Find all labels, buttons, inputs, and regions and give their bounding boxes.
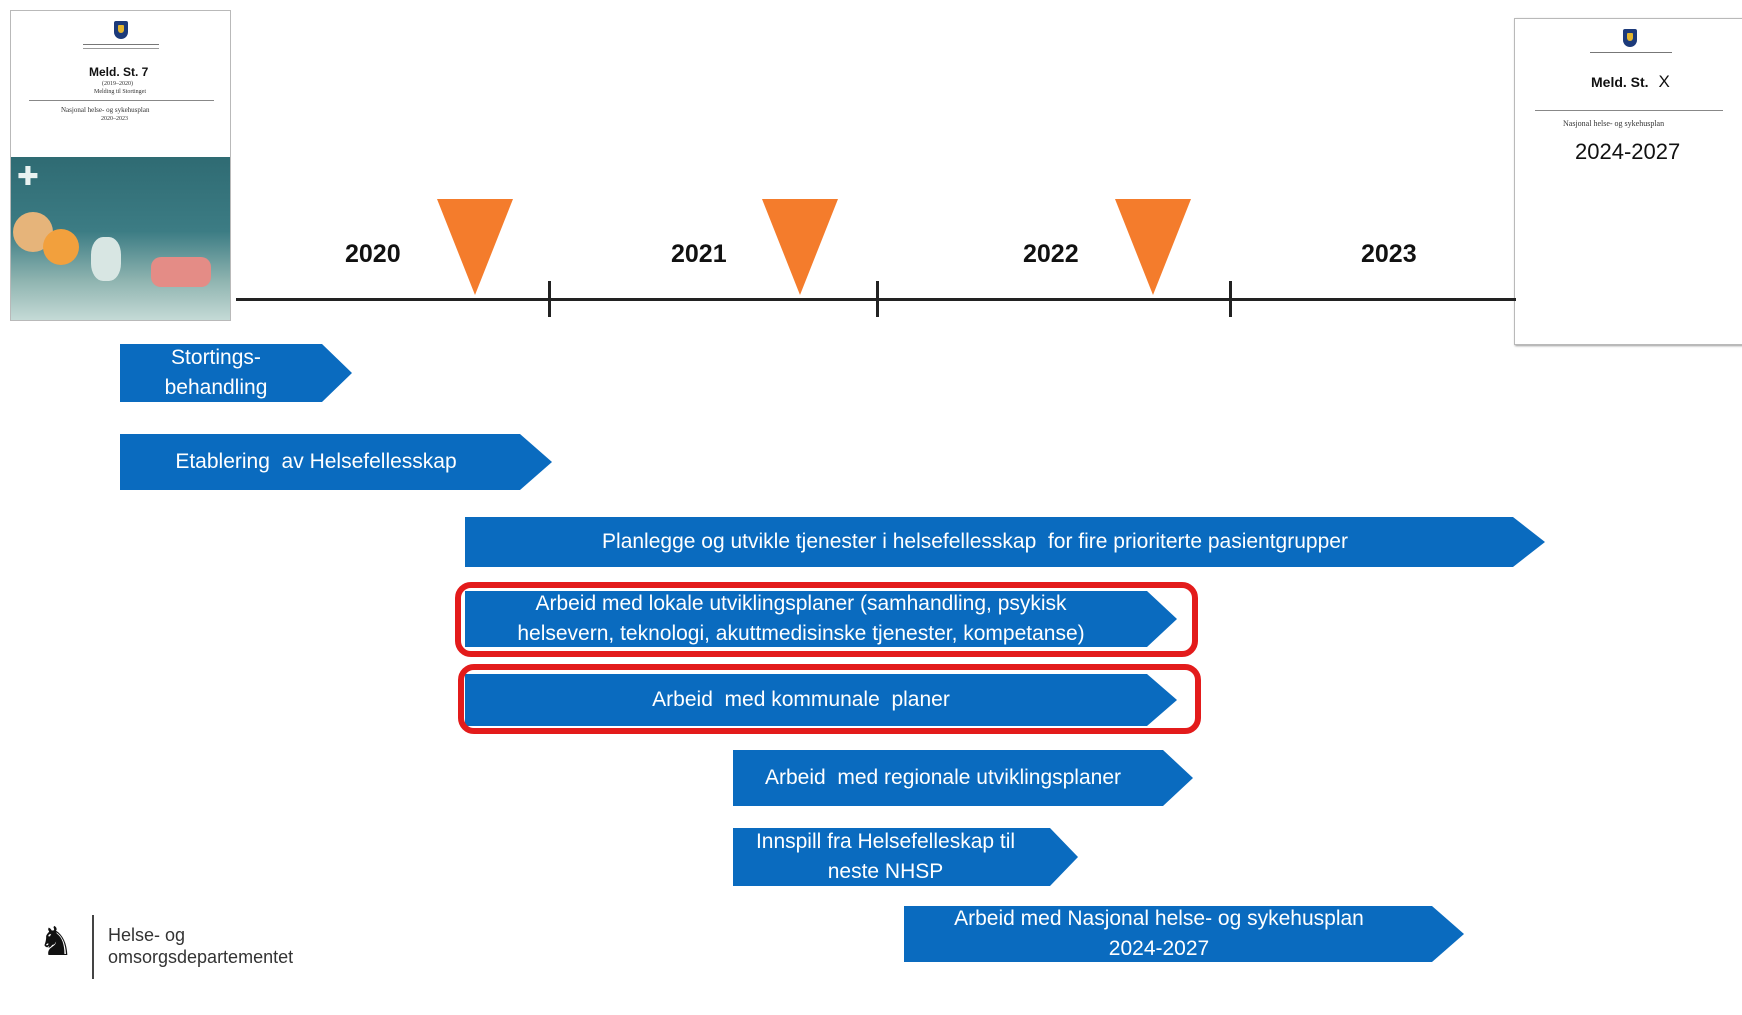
right-document-years: 2024-2027 (1575, 139, 1681, 164)
left-document-subtitle: Nasjonal helse- og sykehusplan (61, 106, 150, 114)
arrow-lokale-utviklingsplaner: Arbeid med lokale utviklingsplaner (samh… (465, 591, 1177, 647)
cover-illustration: ✚ (11, 157, 230, 320)
timeline-tick (1229, 281, 1232, 317)
arrow-label: Planlegge og utvikle tjenester i helsefe… (602, 530, 1348, 553)
left-document-title: Meld. St. 7 (89, 65, 149, 79)
arrow-label: Stortings- behandling (164, 346, 268, 399)
highlight-box-lokale-utviklingsplaner (455, 582, 1198, 657)
milestone-marker (437, 199, 513, 295)
right-document-subtitle: Nasjonal helse- og sykehusplan (1563, 119, 1665, 128)
left-document-years: 2020–2023 (101, 116, 128, 122)
arrow-kommunale-planer: Arbeid med kommunale planer (465, 674, 1177, 726)
year-label-2023: 2023 (1361, 240, 1417, 268)
arrow-label: Innspill fra Helsefelleskap til neste NH… (755, 830, 1016, 883)
arrow-innspill-nhsp: Innspill fra Helsefelleskap til neste NH… (733, 828, 1078, 886)
arrow-planlegge-tjenester: Planlegge og utvikle tjenester i helsefe… (465, 517, 1545, 567)
ministry-name-line2: omsorgsdepartementet (108, 947, 294, 967)
plus-icon: ✚ (17, 161, 39, 191)
ministry-name-line1: Helse- og (108, 925, 186, 945)
year-label-2021: 2021 (671, 240, 727, 268)
coat-of-arms-icon (1623, 29, 1637, 47)
arrow-stortingsbehandling: Stortings- behandling (120, 344, 352, 402)
arrow-etablering-helsefellesskap: Etablering av Helsefellesskap (120, 434, 552, 490)
norwegian-lion-icon: ♞ (38, 920, 74, 964)
arrow-label: Arbeid med regionale utviklingsplaner (764, 766, 1122, 789)
arrow-label: Arbeid med Nasjonal helse- og sykehuspla… (954, 907, 1364, 960)
arrow-label: Arbeid med kommunale planer (652, 688, 950, 711)
arrow-label: Arbeid med lokale utviklingsplaner (samh… (517, 592, 1085, 645)
right-document-title-x: X (1658, 72, 1670, 91)
right-document-cover: Meld. St. X Nasjonal helse- og sykehuspl… (1514, 18, 1742, 345)
timeline-tick (548, 281, 551, 317)
left-document-cover: Meld. St. 7 (2019–2020) Melding til Stor… (10, 10, 231, 321)
timeline-tick (876, 281, 879, 317)
arrow-label: Etablering av Helsefellesskap (175, 450, 457, 473)
highlight-box-kommunale-planer (458, 664, 1201, 734)
right-document-title-prefix: Meld. St. (1591, 74, 1649, 90)
year-label-2022: 2022 (1023, 240, 1079, 268)
milestone-marker (762, 199, 838, 295)
milestone-marker (1115, 199, 1191, 295)
ministry-logo-text: Helse- og omsorgsdepartementet (108, 924, 293, 968)
coat-of-arms-icon (114, 21, 128, 39)
arrow-nasjonal-helse-sykehusplan: Arbeid med Nasjonal helse- og sykehuspla… (904, 906, 1464, 962)
left-document-type: Melding til Stortinget (94, 89, 146, 95)
right-document-title: Meld. St. X (1591, 72, 1670, 92)
arrow-regionale-utviklingsplaner: Arbeid med regionale utviklingsplaner (733, 750, 1193, 806)
logo-divider (92, 915, 94, 979)
left-document-session: (2019–2020) (102, 81, 133, 87)
year-label-2020: 2020 (345, 240, 401, 268)
